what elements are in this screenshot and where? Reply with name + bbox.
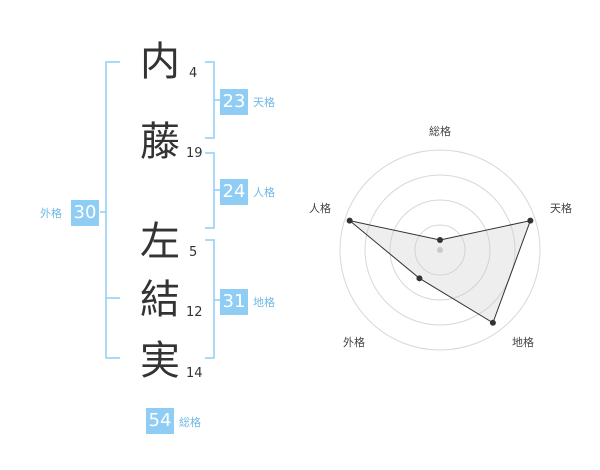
chikaku-bracket xyxy=(205,239,220,359)
radar-point-3 xyxy=(489,319,496,326)
gaikaku-value: 30 xyxy=(71,200,99,226)
soukaku-label: 総格 xyxy=(179,416,201,429)
stroke-count-4: 12 xyxy=(186,305,203,320)
tenkaku-label: 天格 xyxy=(253,96,275,109)
radar-label-right: 天格 xyxy=(550,201,572,215)
name-char-3: 左 xyxy=(140,219,180,265)
name-char-1: 内 xyxy=(140,39,180,85)
radar-label-bottom-left: 外格 xyxy=(343,335,365,349)
name-char-2: 藤 xyxy=(140,119,180,165)
chikaku-value: 31 xyxy=(220,289,248,315)
gaikaku-label: 外格 xyxy=(40,207,62,220)
tenkaku-value: 23 xyxy=(220,89,248,115)
radar-label-left: 人格 xyxy=(309,201,331,215)
gaikaku-bracket xyxy=(100,61,120,359)
radar-ring-4 xyxy=(339,149,541,351)
radar-ring-2 xyxy=(389,199,491,301)
radar-center xyxy=(437,247,443,253)
jinkaku-label: 人格 xyxy=(253,186,275,199)
stroke-count-5: 14 xyxy=(186,366,203,381)
jinkaku-bracket xyxy=(205,152,220,229)
chikaku-label: 地格 xyxy=(253,296,275,309)
radar-label-top: 総格 xyxy=(429,124,451,138)
stroke-count-3: 5 xyxy=(189,245,198,260)
name-char-4: 結 xyxy=(140,277,180,323)
tenkaku-bracket xyxy=(205,61,220,139)
radar-label-bottom-right: 地格 xyxy=(512,335,534,349)
soukaku-value: 54 xyxy=(146,408,174,434)
radar-point-4 xyxy=(416,275,423,282)
radar-point-2 xyxy=(527,217,534,224)
radar-ring-1 xyxy=(414,224,466,276)
radar-polygon xyxy=(349,219,532,324)
name-char-5: 実 xyxy=(140,338,180,384)
radar-point-1 xyxy=(437,237,443,243)
jinkaku-value: 24 xyxy=(220,179,248,205)
radar-point-5 xyxy=(346,217,353,224)
radar-ring-3 xyxy=(364,174,516,326)
stroke-count-1: 4 xyxy=(189,66,198,81)
stroke-count-2: 19 xyxy=(186,146,203,161)
